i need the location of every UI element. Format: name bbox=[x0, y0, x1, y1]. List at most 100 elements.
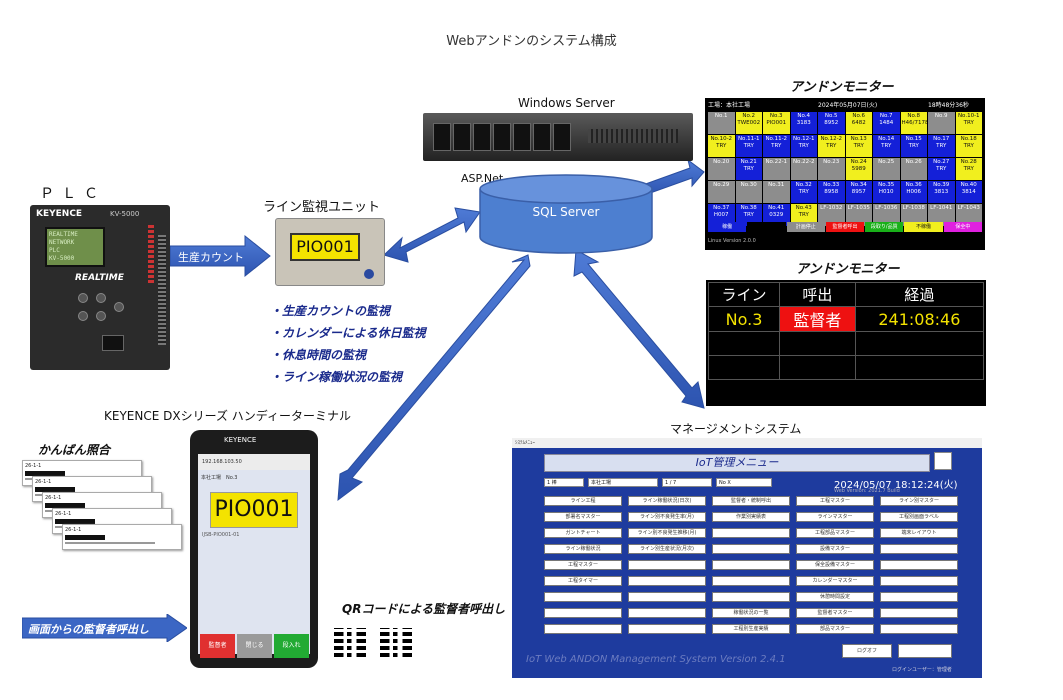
mgmt-menu-button[interactable]: 工程マスター bbox=[544, 560, 622, 570]
mgmt-menu-button[interactable] bbox=[880, 608, 958, 618]
mgmt-menu-button[interactable]: 工程部品マスター bbox=[796, 528, 874, 538]
mgmt-menu-button[interactable]: カレンダーマスター bbox=[796, 576, 874, 586]
handy-screen: 192.168.103.50 本社工場 No.3 PIO001 IJSB-PIO… bbox=[198, 454, 310, 658]
plc-button bbox=[96, 311, 106, 321]
mgmt-menu-button[interactable]: 工程タイマー bbox=[544, 576, 622, 586]
andon-cell: LF-1032 bbox=[818, 204, 845, 226]
mgmt-menu-button[interactable] bbox=[880, 592, 958, 602]
mgmt-menu-button[interactable] bbox=[712, 592, 790, 602]
mgmt-menu-button[interactable]: 工程マスター bbox=[796, 496, 874, 506]
line-monitor-unit: PIO001 bbox=[275, 218, 385, 286]
plc-leds bbox=[148, 225, 154, 285]
andon-cell: No.22-1 bbox=[763, 158, 790, 180]
mgmt-menu-button[interactable]: ライン別不良発生率(月) bbox=[628, 512, 706, 522]
handy-setup-button[interactable]: 段入れ bbox=[274, 634, 309, 658]
mgmt-menu-button[interactable]: ラインマスター bbox=[796, 512, 874, 522]
mgmt-select[interactable]: 1 / 7 bbox=[662, 478, 712, 487]
andon-monitor-table: ライン 呼出 経過 No.3 監督者 241:08:46 bbox=[706, 280, 986, 406]
andon-legend-item: 稼働 bbox=[708, 222, 747, 232]
andon-cell: No.22-2 bbox=[790, 158, 817, 180]
mgmt-menu-button[interactable] bbox=[712, 560, 790, 570]
handy-info: 本社工場 No.3 bbox=[201, 475, 238, 481]
mgmt-menu-button[interactable]: ライン別マスター bbox=[880, 496, 958, 506]
management-window: ｼｽﾃﾑﾒﾆｭｰ IoT管理メニュー 2024/05/07 18:12:24(火… bbox=[512, 438, 982, 678]
mgmt-close-icon[interactable] bbox=[934, 452, 952, 470]
andon2-header-elapsed: 経過 bbox=[854, 282, 985, 307]
mgmt-select[interactable]: 1 棒 bbox=[544, 478, 584, 487]
mgmt-date: 2024/05/07 18:12:24(火) bbox=[834, 480, 958, 491]
mgmt-door-icon[interactable] bbox=[898, 644, 952, 658]
mgmt-menu-button[interactable] bbox=[712, 528, 790, 538]
mgmt-menu-button[interactable] bbox=[880, 560, 958, 570]
mgmt-menu-button[interactable] bbox=[880, 624, 958, 634]
mgmt-menu-button[interactable]: ライン別不良発生推移(月) bbox=[628, 528, 706, 538]
mgmt-menu-button[interactable] bbox=[628, 560, 706, 570]
line-monitor-features: ・生産カウントの監視 ・カレンダーによる休日監視 ・休息時間の監視 ・ライン稼働… bbox=[270, 304, 426, 384]
mgmt-menu-button[interactable]: 端末レイアウト bbox=[880, 528, 958, 538]
logout-button[interactable]: ログオフ bbox=[842, 644, 892, 658]
mgmt-menu-button[interactable]: ライン工程 bbox=[544, 496, 622, 506]
handy-brand: KEYENCE bbox=[224, 436, 257, 444]
mgmt-menu-button[interactable] bbox=[544, 624, 622, 634]
mgmt-label: マネージメントシステム bbox=[670, 422, 802, 436]
mgmt-topbar: ｼｽﾃﾑﾒﾆｭｰ bbox=[512, 438, 982, 448]
mgmt-menu-button[interactable] bbox=[880, 576, 958, 586]
mgmt-menu-button[interactable]: 監督者・統制呼出 bbox=[712, 496, 790, 506]
mgmt-menu-button[interactable]: ライン別生産状況(月次) bbox=[628, 544, 706, 554]
mgmt-select[interactable]: 本社工場 bbox=[588, 478, 658, 487]
andon-time: 18時48分36秒 bbox=[928, 102, 969, 109]
mgmt-menu-button[interactable] bbox=[628, 576, 706, 586]
mgmt-menu-button[interactable]: ライン稼働状況 bbox=[544, 544, 622, 554]
plc-button bbox=[78, 293, 88, 303]
andon-legend-item bbox=[747, 222, 786, 232]
mgmt-user: ログインユーザー：管理者 bbox=[892, 667, 952, 673]
qr-label: QRコードによる監督者呼出し bbox=[342, 602, 506, 616]
mgmt-menu-button[interactable] bbox=[628, 608, 706, 618]
mgmt-menu-button[interactable] bbox=[712, 576, 790, 586]
andon-cell: No.1 bbox=[708, 112, 735, 134]
mgmt-menu-button[interactable] bbox=[628, 592, 706, 602]
mgmt-menu-button[interactable]: 稼働状況の一覧 bbox=[712, 608, 790, 618]
mgmt-menu-grid: ライン工程部署名マスターガントチャートライン稼働状況工程マスター工程タイマーライ… bbox=[544, 496, 958, 646]
mgmt-menu-button[interactable] bbox=[628, 624, 706, 634]
andon-cell: No.9 bbox=[928, 112, 955, 134]
mgmt-menu-button[interactable]: 工程別生産実績 bbox=[712, 624, 790, 634]
andon-cell: LF-1035 bbox=[845, 204, 872, 226]
mgmt-menu-button[interactable]: 部署名マスター bbox=[544, 512, 622, 522]
mgmt-menu-button[interactable]: 工程別画面ラベル bbox=[880, 512, 958, 522]
mgmt-menu-button[interactable]: ライン稼働状況(日次) bbox=[628, 496, 706, 506]
line-monitor-label: ライン監視ユニット bbox=[263, 200, 381, 215]
plc-label: ＰＬＣ bbox=[40, 186, 106, 202]
mgmt-select[interactable]: No X bbox=[716, 478, 772, 487]
mgmt-menu-button[interactable]: 保全設備マスター bbox=[796, 560, 874, 570]
mgmt-menu-button[interactable] bbox=[712, 544, 790, 554]
mgmt-menu-button[interactable]: 休憩時間設定 bbox=[796, 592, 874, 602]
mgmt-menu-button[interactable]: ガントチャート bbox=[544, 528, 622, 538]
handy-close-button[interactable]: 閉じる bbox=[237, 634, 272, 658]
mgmt-menu-button[interactable]: 作業別実績表 bbox=[712, 512, 790, 522]
mgmt-menu-button[interactable] bbox=[544, 608, 622, 618]
mgmt-menu-button[interactable] bbox=[544, 592, 622, 602]
mgmt-menu-button[interactable]: 部品マスター bbox=[796, 624, 874, 634]
mgmt-menu-button[interactable] bbox=[880, 544, 958, 554]
handy-supervisor-button[interactable]: 監督者 bbox=[200, 634, 235, 658]
mgmt-menu-button[interactable]: 監督者マスター bbox=[796, 608, 874, 618]
mgmt-menu-button[interactable]: 設備マスター bbox=[796, 544, 874, 554]
